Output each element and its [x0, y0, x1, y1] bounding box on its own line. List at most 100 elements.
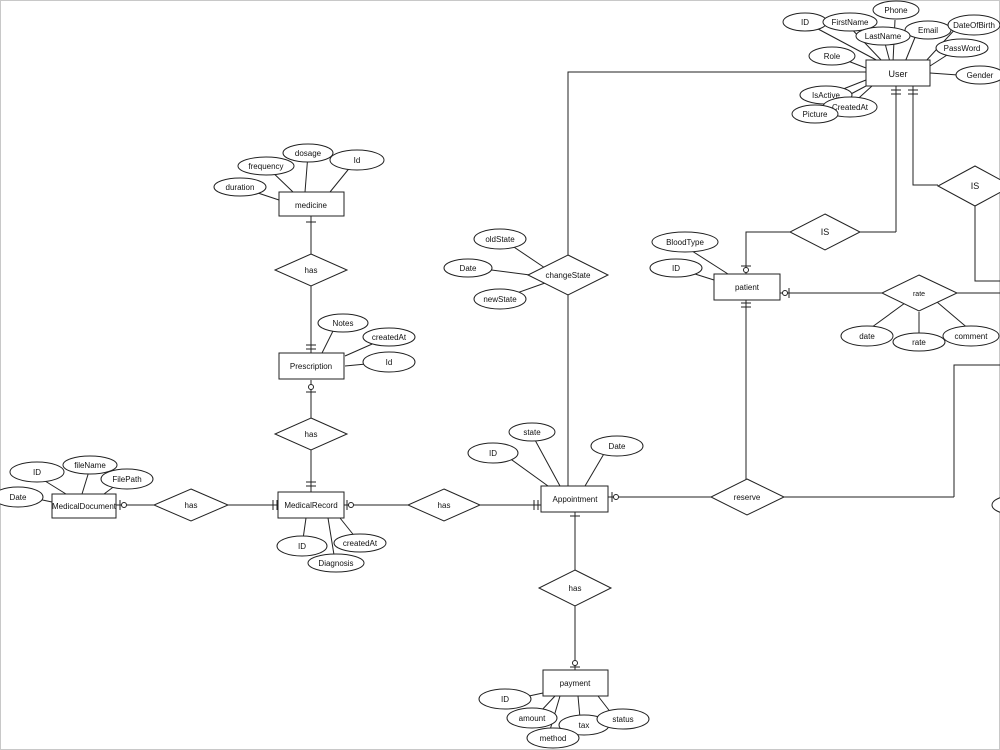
attr-payment-id-label: ID [501, 695, 509, 704]
attr-user-created-at-label: CreatedAt [832, 103, 869, 112]
attr-prescription-notes-label: Notes [333, 319, 354, 328]
relationship-record-has: has [406, 488, 482, 522]
attr-rate-comment: comment [942, 325, 1000, 347]
attr-medicine-dosage-label: dosage [295, 149, 322, 158]
attr-prescription-created-at: createdAt [362, 327, 416, 347]
attr-medical-record-id: ID [276, 535, 328, 557]
attr-payment-amount: amount [506, 707, 558, 729]
attr-medicine-id: Id [329, 149, 385, 171]
attr-patient-id: ID [649, 258, 703, 278]
attr-patient-id-label: ID [672, 264, 680, 273]
entity-medical-record-label: MedicalRecord [284, 501, 337, 510]
attr-payment-amount-label: amount [519, 714, 546, 723]
entity-medical-record: MedicalRecord [277, 491, 345, 519]
attr-user-last-name: LastName [855, 26, 911, 46]
attr-appointment-state-label: state [523, 428, 541, 437]
entity-user: User [865, 59, 931, 87]
attr-medicine-id-label: Id [354, 156, 361, 165]
attr-medicine-frequency: frequency [237, 156, 295, 176]
attr-user-date-of-birth-label: DateOfBirth [953, 21, 995, 30]
attr-user-first-name: FirstName [822, 12, 878, 32]
attr-appointment-date: Date [590, 435, 644, 457]
attr-payment-method: method [526, 727, 580, 749]
attr-user-phone-label: Phone [884, 6, 908, 15]
attr-change-state-date-label: Date [460, 264, 477, 273]
attr-user-is-active-label: IsActive [812, 91, 841, 100]
attr-medical-document-date-label: Date [10, 493, 27, 502]
connector-lines [32, 19, 1000, 731]
relationship-rate-label: rate [913, 291, 925, 298]
relationship-change-state-label: changeState [546, 271, 591, 280]
attr-rate-rate-label: rate [912, 338, 926, 347]
relationship-medicine-has-label: has [305, 266, 318, 275]
attr-user-email-label: Email [918, 26, 938, 35]
attr-medicine-duration-label: duration [226, 183, 255, 192]
relationship-is-other-label: IS [971, 181, 980, 191]
entity-payment: payment [542, 669, 609, 697]
attr-user-role: Role [808, 46, 856, 66]
attr-appointment-id: ID [467, 442, 519, 464]
attr-user-gender-label: Gender [967, 71, 994, 80]
attr-medical-document-date: Date [0, 486, 44, 508]
attr-appointment-id-label: ID [489, 449, 497, 458]
relationship-document-has: has [152, 488, 230, 522]
relationship-medicine-has: has [273, 253, 349, 287]
relationship-is-patient: IS [788, 213, 862, 251]
attr-rate-comment-label: comment [955, 332, 989, 341]
entity-prescription: Prescription [278, 352, 345, 380]
entity-medicine-label: medicine [295, 201, 328, 210]
attr-patient-blood-type: BloodType [651, 231, 719, 253]
attr-medical-document-file-path-label: FilePath [112, 475, 141, 484]
attr-medical-record-created-at-label: createdAt [343, 539, 378, 548]
attr-user-password-label: PassWord [944, 44, 981, 53]
entity-medical-document: MedicalDocument [51, 493, 117, 519]
attr-change-state-old-state-label: oldState [485, 235, 515, 244]
attr-user-gender: Gender [955, 65, 1000, 85]
entity-medical-document-label: MedicalDocument [52, 502, 117, 511]
attr-prescription-id-label: Id [386, 358, 393, 367]
attr-rate-rate: rate [892, 332, 946, 352]
attr-user-first-name-label: FirstName [832, 18, 869, 27]
attr-cut-off-right [991, 497, 1000, 513]
attr-medical-record-created-at: createdAt [333, 533, 387, 553]
relationship-document-has-label: has [185, 501, 198, 510]
attr-prescription-notes: Notes [317, 313, 369, 333]
attr-rate-date-label: date [859, 332, 875, 341]
attr-medical-document-file-name: fileName [62, 455, 118, 475]
attr-payment-status: status [596, 708, 650, 730]
entity-patient: patient [713, 273, 781, 301]
attr-user-picture: Picture [791, 104, 839, 124]
attr-user-password: PassWord [935, 38, 989, 58]
attr-change-state-new-state: newState [473, 288, 527, 310]
attr-change-state-date: Date [443, 258, 493, 278]
attr-user-email: Email [904, 20, 952, 40]
relationship-payment-has-label: has [569, 584, 582, 593]
attr-medical-record-diagnosis: Diagnosis [307, 553, 365, 573]
relationship-record-has-label: has [438, 501, 451, 510]
attr-medical-record-id-label: ID [298, 542, 306, 551]
attr-payment-tax-label: tax [579, 721, 590, 730]
attr-prescription-created-at-label: createdAt [372, 333, 407, 342]
relationship-prescription-has-label: has [305, 430, 318, 439]
attr-payment-id: ID [478, 688, 532, 710]
entity-payment-label: payment [560, 679, 591, 688]
attr-change-state-new-state-label: newState [483, 295, 517, 304]
relationship-reserve: reserve [709, 478, 786, 516]
attr-payment-status-label: status [612, 715, 633, 724]
attr-payment-method-label: method [540, 734, 567, 743]
attr-medical-record-diagnosis-label: Diagnosis [318, 559, 353, 568]
entity-prescription-label: Prescription [290, 362, 332, 371]
attr-user-id: ID [782, 12, 828, 32]
attr-prescription-id: Id [362, 351, 416, 373]
attr-user-phone: Phone [872, 0, 920, 20]
attr-medical-document-id-label: ID [33, 468, 41, 477]
attr-user-date-of-birth: DateOfBirth [947, 14, 1000, 36]
relationship-is-patient-label: IS [821, 227, 830, 237]
entity-user-label: User [888, 69, 907, 79]
attr-medicine-dosage: dosage [282, 143, 334, 163]
attr-rate-date: date [840, 325, 894, 347]
relationship-rate: rate [880, 274, 959, 312]
attr-medicine-frequency-label: frequency [248, 162, 283, 171]
entity-appointment-label: Appointment [553, 495, 599, 504]
